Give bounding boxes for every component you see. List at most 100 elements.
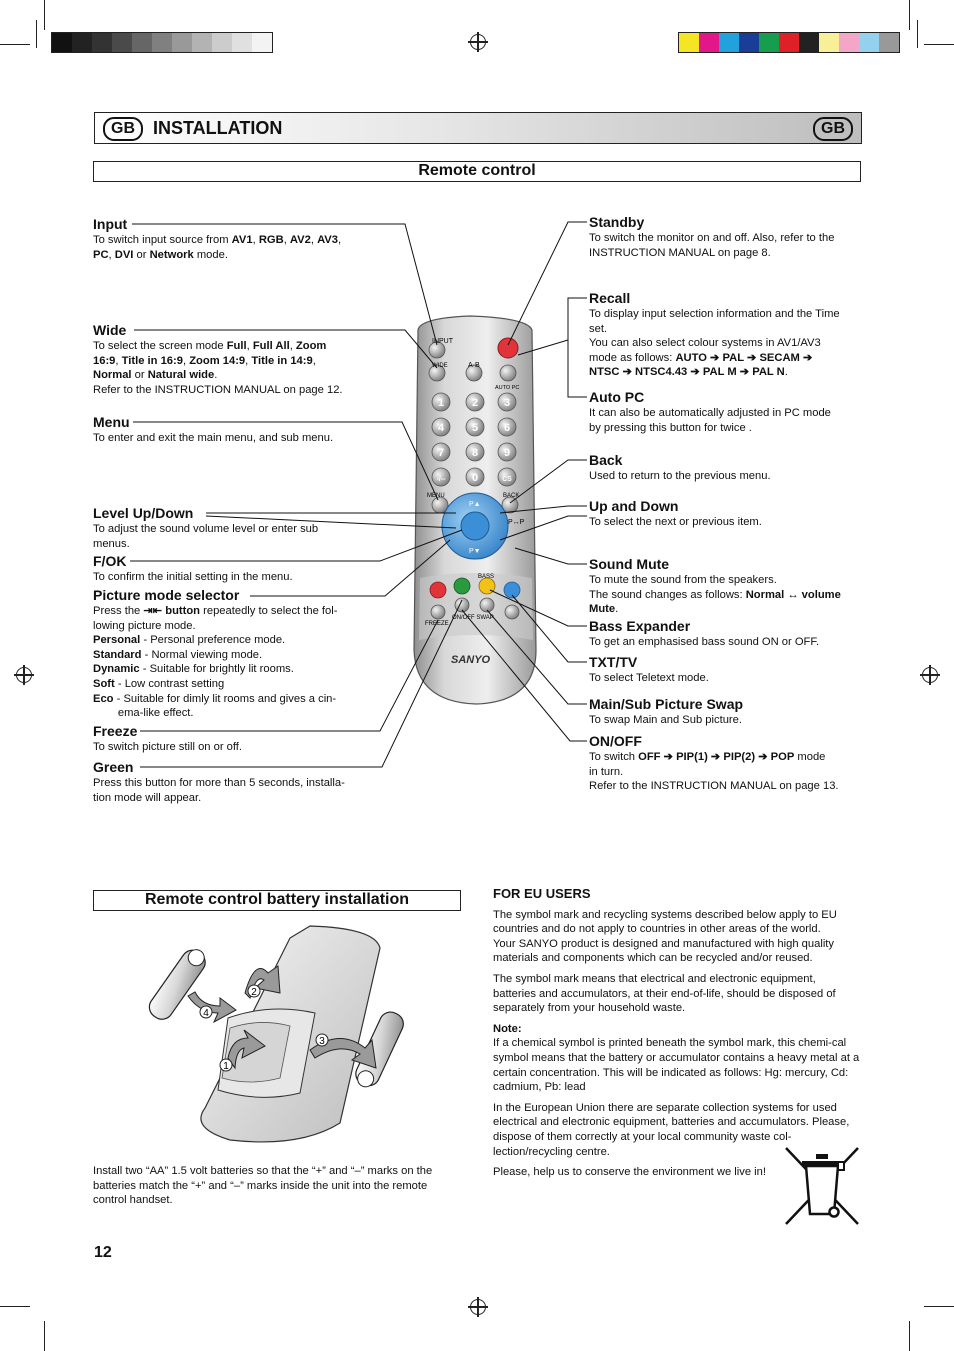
on-off-swap-key-label: ON/OFF SWAP — [452, 615, 494, 621]
caption-line: control handset. — [93, 1194, 173, 1207]
callout-line: Press this button for more than 5 second… — [93, 777, 345, 789]
callout-title: Picture mode selector — [93, 587, 240, 603]
remote-key — [465, 442, 485, 462]
callout-line: Used to return to the previous menu. — [589, 470, 771, 482]
callout-title: Green — [93, 759, 134, 775]
eu-users-section: FOR EU USERS The symbol mark and recycli… — [493, 886, 861, 1186]
callout-line: tion mode will appear. — [93, 791, 202, 804]
page-number: 12 — [94, 1244, 112, 1261]
callout-line: To swap Main and Sub picture. — [589, 714, 742, 726]
callout-on-off: ON/OFF To switch OFF ➔ PIP(1) ➔ PIP(2) ➔ … — [589, 733, 864, 794]
back-key-label: BACK — [503, 493, 519, 499]
callout-line: 16:9, Title in 16:9, Zoom 14:9, Title in… — [93, 354, 316, 367]
callout-title: Level Up/Down — [93, 505, 194, 521]
callout-line: To mute the sound from the speakers. — [589, 574, 777, 586]
remote-key-label: 8 — [472, 447, 478, 459]
callout-line: by pressing this button for twice . — [589, 421, 752, 434]
callout-title: Bass Expander — [589, 618, 691, 634]
callout-title: Freeze — [93, 723, 138, 739]
remote-key-label: 6 — [504, 422, 510, 434]
remote-key-label: 1 — [438, 397, 444, 409]
remote-key — [497, 442, 517, 462]
remote-key-label: 0 — [472, 472, 478, 484]
wide-key-label: WIDE — [432, 363, 448, 369]
step-number: 3 — [319, 1036, 325, 1047]
callout-line: Soft - Low contrast setting — [93, 677, 225, 690]
callout-title: Main/Sub Picture Swap — [589, 696, 744, 712]
section-header: GB INSTALLATION GB — [94, 112, 862, 144]
callout-main-sub-picture-swap: Main/Sub Picture Swap To swap Main and Su… — [589, 696, 864, 728]
remote-key — [465, 417, 485, 437]
color-bar — [678, 32, 900, 53]
crossed-out-wheelie-bin-icon — [785, 1147, 859, 1225]
callout-title: Auto PC — [589, 389, 645, 405]
remote-key — [497, 392, 517, 412]
language-badge: GB — [813, 117, 853, 141]
callout-line: ema-like effect. — [93, 707, 194, 720]
caption-line: batteries match the “+” and “–” marks in… — [93, 1179, 428, 1192]
callout-title: ON/OFF — [589, 733, 642, 749]
freeze-key-label: FREEZE — [425, 621, 449, 627]
remote-key-label: 4 — [438, 422, 445, 434]
callout-input: Input To switch input source from AV1, RG… — [93, 216, 373, 262]
language-badge: GB — [103, 117, 143, 141]
callout-line: To select the screen mode Full, Full All… — [93, 340, 327, 352]
battery-installation-illustration: 1 2 3 4 — [148, 925, 404, 1143]
callout-line: To switch OFF ➔ PIP(1) ➔ PIP(2) ➔ POP mo… — [589, 751, 826, 763]
caption-line: Install two “AA” 1.5 volt batteries so t… — [93, 1165, 433, 1177]
eu-paragraph: The symbol mark means that electrical an… — [493, 972, 836, 1015]
callout-title: Standby — [589, 214, 645, 230]
callout-line: Normal or Natural wide. — [93, 369, 218, 382]
callout-standby: Standby To switch the monitor on and off.… — [589, 214, 864, 260]
ab-key-label: A·B — [468, 362, 480, 369]
eu-note-paragraph: In the European Union there are separate… — [493, 1101, 850, 1158]
callout-line: To switch input source from AV1, RGB, AV… — [93, 234, 342, 246]
eu-title: FOR EU USERS — [493, 886, 591, 901]
auto-pc-key-label: AUTO PC — [495, 385, 519, 391]
remote-key-label: CS — [502, 476, 512, 483]
callout-line: To enter and exit the main menu, and sub… — [93, 432, 334, 444]
callout-line: Personal - Personal preference mode. — [93, 634, 286, 647]
remote-key — [431, 467, 451, 487]
callout-line: Mute. — [589, 603, 619, 616]
callout-line: in turn. — [589, 765, 624, 778]
callout-title: Up and Down — [589, 498, 679, 514]
callout-line: menus. — [93, 537, 130, 550]
callout-line: INSTRUCTION MANUAL on page 8. — [589, 246, 771, 259]
p-p-key-label: P↔P — [508, 519, 525, 526]
remote-key — [431, 417, 451, 437]
remote-control-heading: Remote control — [93, 161, 861, 182]
callout-line: To get an emphasised bass sound ON or OF… — [589, 636, 820, 648]
callout-line: Standard - Normal viewing mode. — [93, 648, 263, 661]
callout-sound-mute: Sound Mute To mute the sound from the spe… — [589, 556, 864, 617]
remote-key — [465, 467, 485, 487]
remote-key — [497, 467, 517, 487]
callout-line: Eco - Suitable for dimly lit rooms and g… — [93, 692, 337, 705]
battery-installation-heading: Remote control battery installation — [93, 890, 461, 911]
step-number: 2 — [251, 987, 257, 998]
step-number: 1 — [223, 1061, 229, 1072]
callout-line: It can also be automatically adjusted in… — [589, 407, 831, 419]
callout-title: TXT/TV — [589, 654, 638, 670]
callout-line: To select the next or previous item. — [589, 516, 762, 528]
callout-line: The sound changes as follows: Normal ↔ v… — [589, 588, 841, 601]
callout-title: Input — [93, 216, 128, 232]
callout-title: Sound Mute — [589, 556, 670, 572]
remote-key — [465, 392, 485, 412]
remote-key-label: 3 — [504, 397, 510, 409]
eu-note-paragraph: Please, help us to conserve the environm… — [493, 1166, 767, 1179]
program-down-label: P▼ — [469, 548, 481, 555]
grayscale-bar — [51, 32, 273, 53]
remote-key — [497, 417, 517, 437]
callout-line: Press the ⇥⇤ button repeatedly to select… — [93, 605, 338, 617]
callout-line: To switch the monitor on and off. Also, … — [589, 232, 835, 244]
brand-logo: SANYO — [451, 654, 491, 666]
